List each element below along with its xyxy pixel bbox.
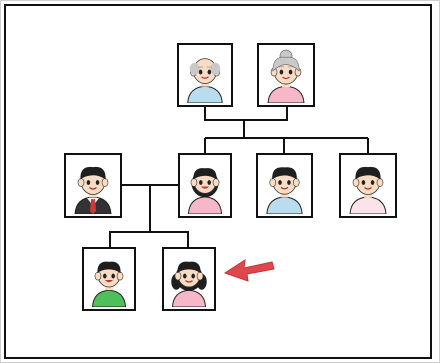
- tree-connectors: [109, 106, 369, 248]
- pointer-arrow-icon: [223, 258, 275, 282]
- portrait-grandmother: [257, 43, 315, 107]
- portrait-grandfather: [177, 43, 233, 107]
- portrait-mother: [178, 153, 232, 218]
- portrait-son: [82, 247, 136, 311]
- woman-short-hair-icon: [349, 166, 387, 214]
- man-in-suit-icon: [74, 166, 112, 214]
- boy-green-icon: [91, 261, 127, 307]
- elderly-woman-bun-icon: [267, 49, 305, 103]
- grandparents-link: [204, 106, 288, 121]
- man-casual-icon: [266, 167, 303, 214]
- girl-pigtails-icon: [171, 261, 207, 307]
- kids-bar: [109, 231, 189, 248]
- portrait-daughter: [162, 247, 216, 311]
- portrait-father: [256, 153, 313, 218]
- woman-pink-icon: [187, 168, 223, 214]
- portrait-uncle: [64, 153, 122, 218]
- portrait-aunt: [339, 153, 397, 218]
- elderly-man-bald-icon: [187, 58, 223, 103]
- diagram-frame: [4, 4, 432, 359]
